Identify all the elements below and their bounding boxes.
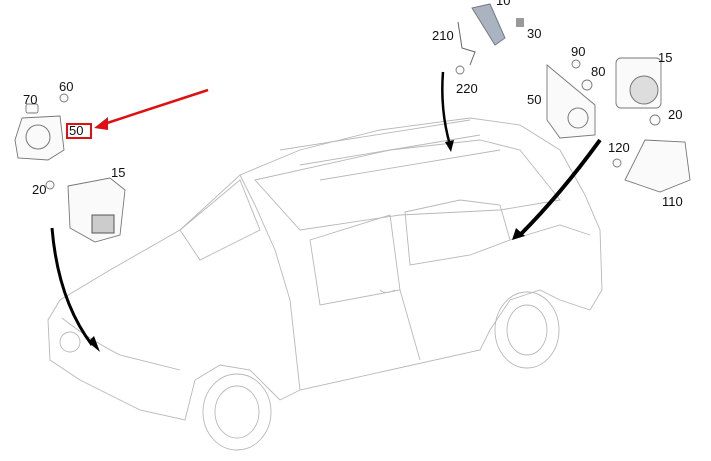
part-90[interactable] bbox=[571, 59, 581, 69]
part-20-left[interactable] bbox=[45, 180, 55, 190]
speaker-grille bbox=[629, 75, 659, 105]
right-parts bbox=[546, 57, 691, 193]
label-70: 70 bbox=[23, 92, 37, 107]
vehicle-outline bbox=[47, 117, 603, 451]
part-30[interactable] bbox=[516, 18, 524, 27]
label-20-right: 20 bbox=[668, 107, 682, 122]
part-120[interactable] bbox=[612, 158, 622, 168]
part-110[interactable] bbox=[624, 139, 691, 193]
bracket-hole bbox=[567, 107, 589, 129]
label-15-right: 15 bbox=[658, 50, 672, 65]
label-50-highlighted: 50 bbox=[69, 123, 83, 138]
part-10[interactable] bbox=[471, 3, 506, 46]
highlight-annotation bbox=[66, 88, 209, 139]
part-60[interactable] bbox=[59, 93, 69, 103]
label-30: 30 bbox=[527, 26, 541, 41]
label-15-left: 15 bbox=[111, 165, 125, 180]
part-bracket-50-left[interactable] bbox=[14, 115, 65, 161]
label-60: 60 bbox=[59, 79, 73, 94]
pointer-arrows bbox=[50, 71, 602, 352]
left-parts bbox=[14, 93, 126, 243]
label-80: 80 bbox=[591, 64, 605, 79]
red-arrow bbox=[103, 88, 209, 126]
connector bbox=[91, 214, 115, 234]
part-70[interactable] bbox=[25, 103, 39, 114]
part-210[interactable] bbox=[457, 21, 476, 66]
arrow-right-group bbox=[518, 138, 602, 237]
arrow-left-group bbox=[50, 227, 94, 346]
label-110: 110 bbox=[662, 194, 683, 209]
red-arrow-head bbox=[94, 117, 108, 130]
label-90: 90 bbox=[571, 44, 585, 59]
label-50-right: 50 bbox=[527, 92, 541, 107]
top-parts bbox=[455, 3, 524, 75]
arrow-top-group bbox=[441, 71, 452, 146]
part-20-right[interactable] bbox=[649, 114, 661, 126]
label-20-left: 20 bbox=[32, 182, 46, 197]
label-10: 10 bbox=[496, 0, 510, 8]
bracket-hole bbox=[25, 124, 51, 150]
label-210: 210 bbox=[432, 28, 454, 43]
highlight-box bbox=[66, 123, 92, 139]
label-220: 220 bbox=[456, 81, 478, 96]
part-80[interactable] bbox=[581, 79, 593, 91]
part-50-right[interactable] bbox=[546, 64, 596, 139]
label-120: 120 bbox=[608, 140, 630, 155]
part-220[interactable] bbox=[455, 65, 465, 75]
